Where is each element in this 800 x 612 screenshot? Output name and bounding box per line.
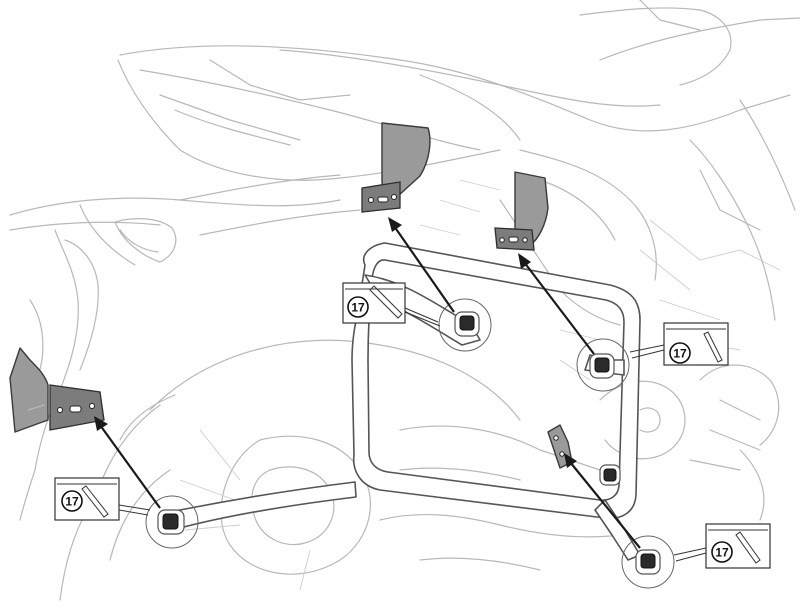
bracket-upper-left (361, 122, 431, 213)
callout-lower-right: 17 (673, 523, 771, 569)
arrow-head-lower-middle (564, 453, 577, 468)
mount-point-lower-right (621, 535, 675, 589)
motorcycle-outline (9, 0, 800, 601)
mount-point-upper (438, 298, 492, 352)
assembly-arrows (94, 217, 641, 549)
arrow-lower-middle (569, 461, 641, 549)
bracket-upper-right (494, 171, 549, 251)
callout-right: 17 (629, 322, 729, 366)
callout-upper-center: 17 (342, 282, 441, 327)
mount-point-middle (599, 464, 621, 486)
callout-number: 17 (673, 347, 687, 361)
arrow-upper-right (523, 261, 595, 355)
arrow-head-upper-right (518, 253, 531, 269)
callout-lower-left: 17 (54, 477, 151, 521)
arrow-head-license-plate (94, 416, 108, 431)
callout-number: 17 (715, 546, 729, 560)
arrow-license-plate (99, 424, 161, 509)
bracket-license-plate (9, 347, 105, 433)
callout-number: 17 (351, 301, 365, 315)
mount-point-right (576, 338, 630, 392)
arrow-head-upper-left (388, 217, 402, 232)
mount-point-lower-left (145, 495, 199, 549)
arrow-upper-left (393, 225, 455, 313)
callout-number: 17 (65, 495, 79, 509)
